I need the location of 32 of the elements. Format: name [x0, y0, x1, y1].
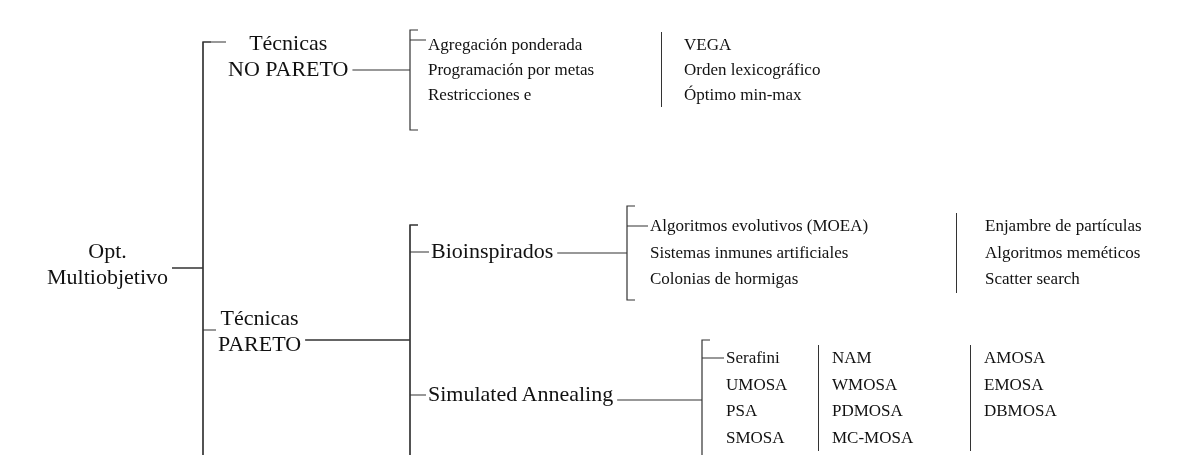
method-name: NAM [832, 347, 872, 369]
brace-connector [351, 29, 427, 131]
method-name: SMOSA [726, 426, 785, 449]
method-name: PSA [726, 400, 758, 422]
brace-connector [556, 205, 649, 301]
method-name: VEGA [684, 34, 732, 56]
method-name: WMOSA [832, 373, 898, 396]
method-name: Serafini [726, 347, 780, 369]
method-name: AMOSA [984, 347, 1046, 369]
method-name: EMOSA [984, 373, 1044, 396]
method-name: Colonias de hormigas [650, 268, 799, 290]
category-label: Técnicas NO PARETO [228, 30, 349, 82]
category-label: Opt. Multiobjetivo [46, 238, 169, 290]
method-name: Algoritmos meméticos [985, 241, 1141, 264]
category-label: Simulated Annealing [428, 381, 614, 407]
method-name: Óptimo min-max [684, 84, 802, 106]
category-label: Bioinspirados [431, 238, 554, 264]
method-name: Enjambre de partículas [985, 215, 1142, 237]
method-name: DBMOSA [984, 400, 1057, 422]
method-name: Programación por metas [428, 59, 595, 81]
category-label: Técnicas PARETO [218, 305, 302, 357]
brace-connector [616, 339, 725, 455]
method-name: Agregación ponderada [428, 34, 583, 56]
method-name: Orden lexicográfico [684, 59, 821, 81]
brace-connector [171, 41, 217, 455]
method-name: MC-MOSA [832, 426, 914, 449]
method-name: Restricciones e [428, 84, 532, 106]
method-name: Sistemas inmunes artificiales [650, 241, 849, 264]
method-name: PDMOSA [832, 400, 903, 422]
method-name: Scatter search [985, 268, 1080, 290]
method-name: UMOSA [726, 373, 788, 396]
method-name: Algoritmos evolutivos (MOEA) [650, 215, 869, 237]
